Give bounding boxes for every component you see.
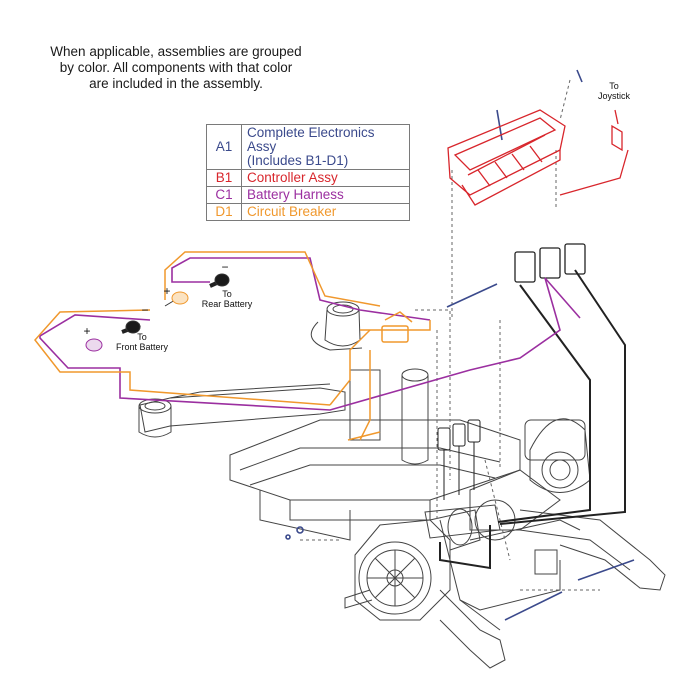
- front-negative-sign: −: [141, 303, 149, 317]
- assembly-note: When applicable, assemblies are grouped …: [26, 44, 326, 92]
- legend-row-d1: D1 Circuit Breaker: [206, 203, 410, 221]
- callout-line: To: [137, 332, 147, 342]
- front-positive-sign: +: [83, 324, 91, 338]
- hardware-bolts: [285, 69, 635, 621]
- legend-code: A1: [206, 124, 242, 170]
- to-rear-battery-label: To Rear Battery: [192, 289, 262, 309]
- chassis-frame: [138, 79, 666, 669]
- legend-code: B1: [206, 169, 242, 187]
- legend-description-line: Complete Electronics Assy: [247, 125, 375, 154]
- note-line-2: by color. All components with that color: [59, 60, 293, 75]
- callout-line: Joystick: [597, 91, 630, 101]
- legend-row-c1: C1 Battery Harness: [206, 186, 410, 204]
- callout-line: To: [222, 289, 232, 299]
- legend-row-a1: A1 Complete Electronics Assy (Includes B…: [206, 124, 410, 170]
- controller-harness: [437, 243, 626, 570]
- legend-description-line: (Includes B1-D1): [247, 153, 349, 168]
- legend-code: C1: [206, 186, 242, 204]
- legend-code: D1: [206, 203, 242, 221]
- rear-negative-sign: −: [221, 260, 229, 274]
- rear-positive-sign: +: [163, 284, 171, 298]
- to-front-battery-label: To Front Battery: [104, 332, 180, 352]
- callout-line: Front Battery: [115, 342, 169, 352]
- legend-description: Complete Electronics Assy (Includes B1-D…: [241, 124, 410, 170]
- controller-assy: [447, 109, 629, 206]
- to-joystick-label: To Joystick: [594, 81, 634, 101]
- legend-description: Circuit Breaker: [241, 203, 410, 221]
- legend-row-b1: B1 Controller Assy: [206, 169, 410, 187]
- battery-terminals: [85, 273, 230, 352]
- note-line-1: When applicable, assemblies are grouped: [50, 44, 302, 59]
- note-line-3: are included in the assembly.: [89, 76, 263, 91]
- legend-description: Battery Harness: [241, 186, 410, 204]
- circuit-breaker: [34, 251, 431, 441]
- callout-line: To: [609, 81, 619, 91]
- assembly-legend: A1 Complete Electronics Assy (Includes B…: [206, 124, 410, 221]
- callout-line: Rear Battery: [201, 299, 253, 309]
- legend-description: Controller Assy: [241, 169, 410, 187]
- battery-harness: [39, 257, 581, 411]
